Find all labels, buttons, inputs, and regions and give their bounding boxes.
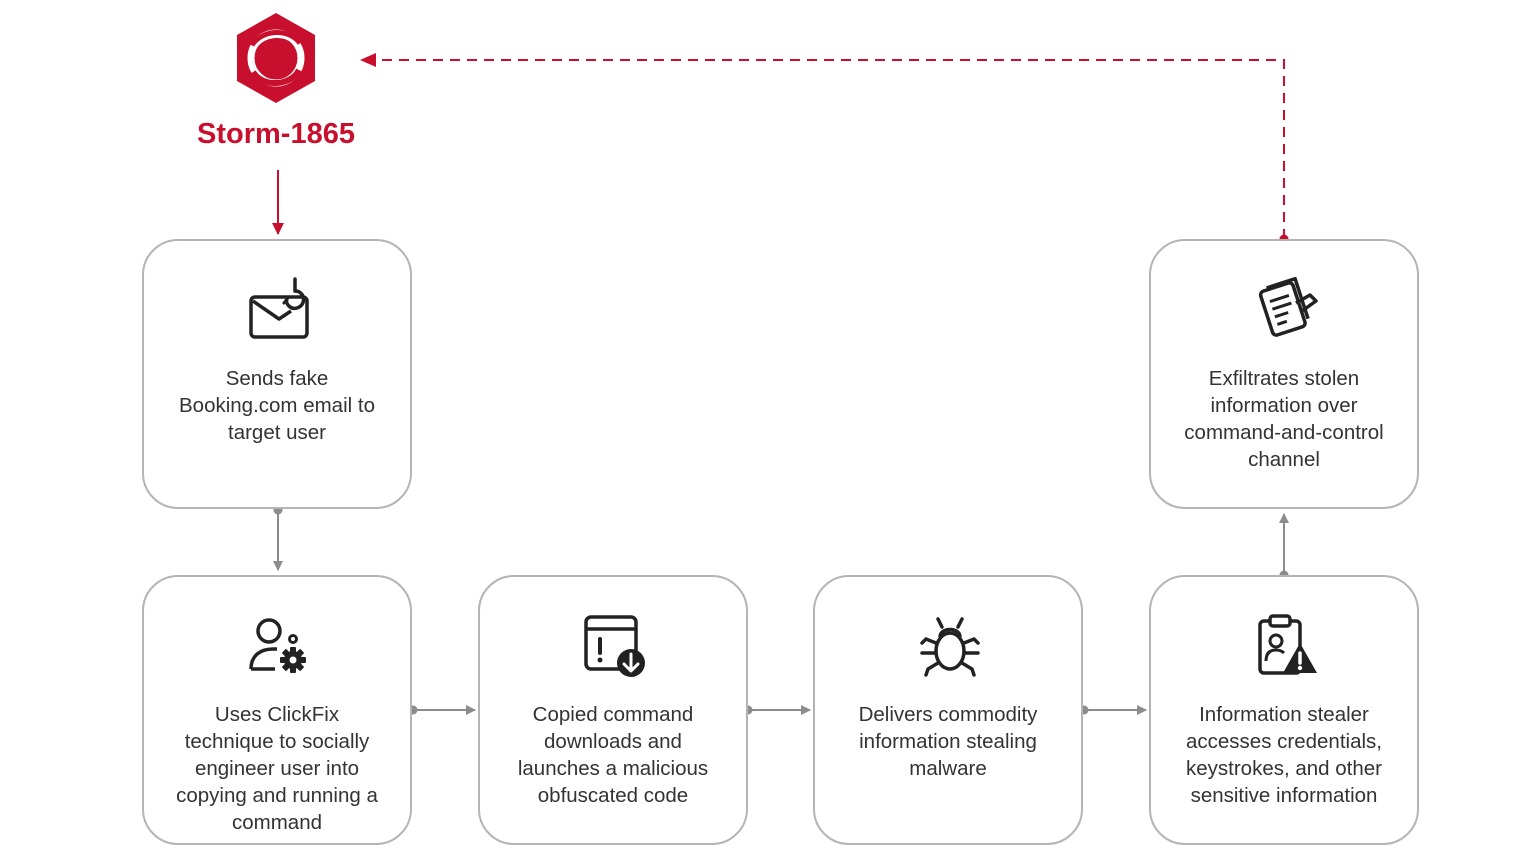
- step-malware-box: Delivers commodity information stealing …: [813, 575, 1083, 845]
- step-phishing-box: Sends fake Booking.com email to target u…: [142, 239, 412, 509]
- clickfix-to-download-connector: [408, 705, 476, 715]
- exfil-to-actor-dashed-arrow: [360, 53, 1289, 244]
- stealer-to-exfil-connector: [1279, 513, 1289, 580]
- step-exfil-box: Exfiltrates stolen information over comm…: [1149, 239, 1419, 509]
- step-clickfix-box: Uses ClickFix technique to socially engi…: [142, 575, 412, 845]
- phishing-email-hook-icon: [247, 277, 311, 341]
- download-to-malware-connector: [743, 705, 811, 715]
- window-download-icon: [583, 613, 647, 677]
- malware-to-stealer-connector: [1079, 705, 1147, 715]
- phishing-to-clickfix-connector: [273, 505, 283, 571]
- user-gear-icon: [247, 613, 311, 677]
- step-stealer-box: Information stealer accesses credentials…: [1149, 575, 1419, 845]
- actor-name: Storm-1865: [197, 118, 355, 150]
- step-malware-label: Delivers commodity information stealing …: [858, 703, 1038, 780]
- storm-1865-logo: [231, 10, 321, 106]
- step-clickfix-label: Uses ClickFix technique to socially engi…: [176, 703, 378, 834]
- clipboard-warning-icon: [1254, 613, 1318, 677]
- step-phishing-label: Sends fake Booking.com email to target u…: [179, 367, 375, 444]
- bug-icon: [918, 613, 982, 677]
- step-stealer-label: Information stealer accesses credentials…: [1186, 703, 1382, 807]
- step-download-box: Copied command downloads and launches a …: [478, 575, 748, 845]
- documents-exfiltrate-icon: [1254, 276, 1318, 341]
- step-exfil-label: Exfiltrates stolen information over comm…: [1184, 367, 1384, 471]
- step-download-label: Copied command downloads and launches a …: [517, 703, 709, 807]
